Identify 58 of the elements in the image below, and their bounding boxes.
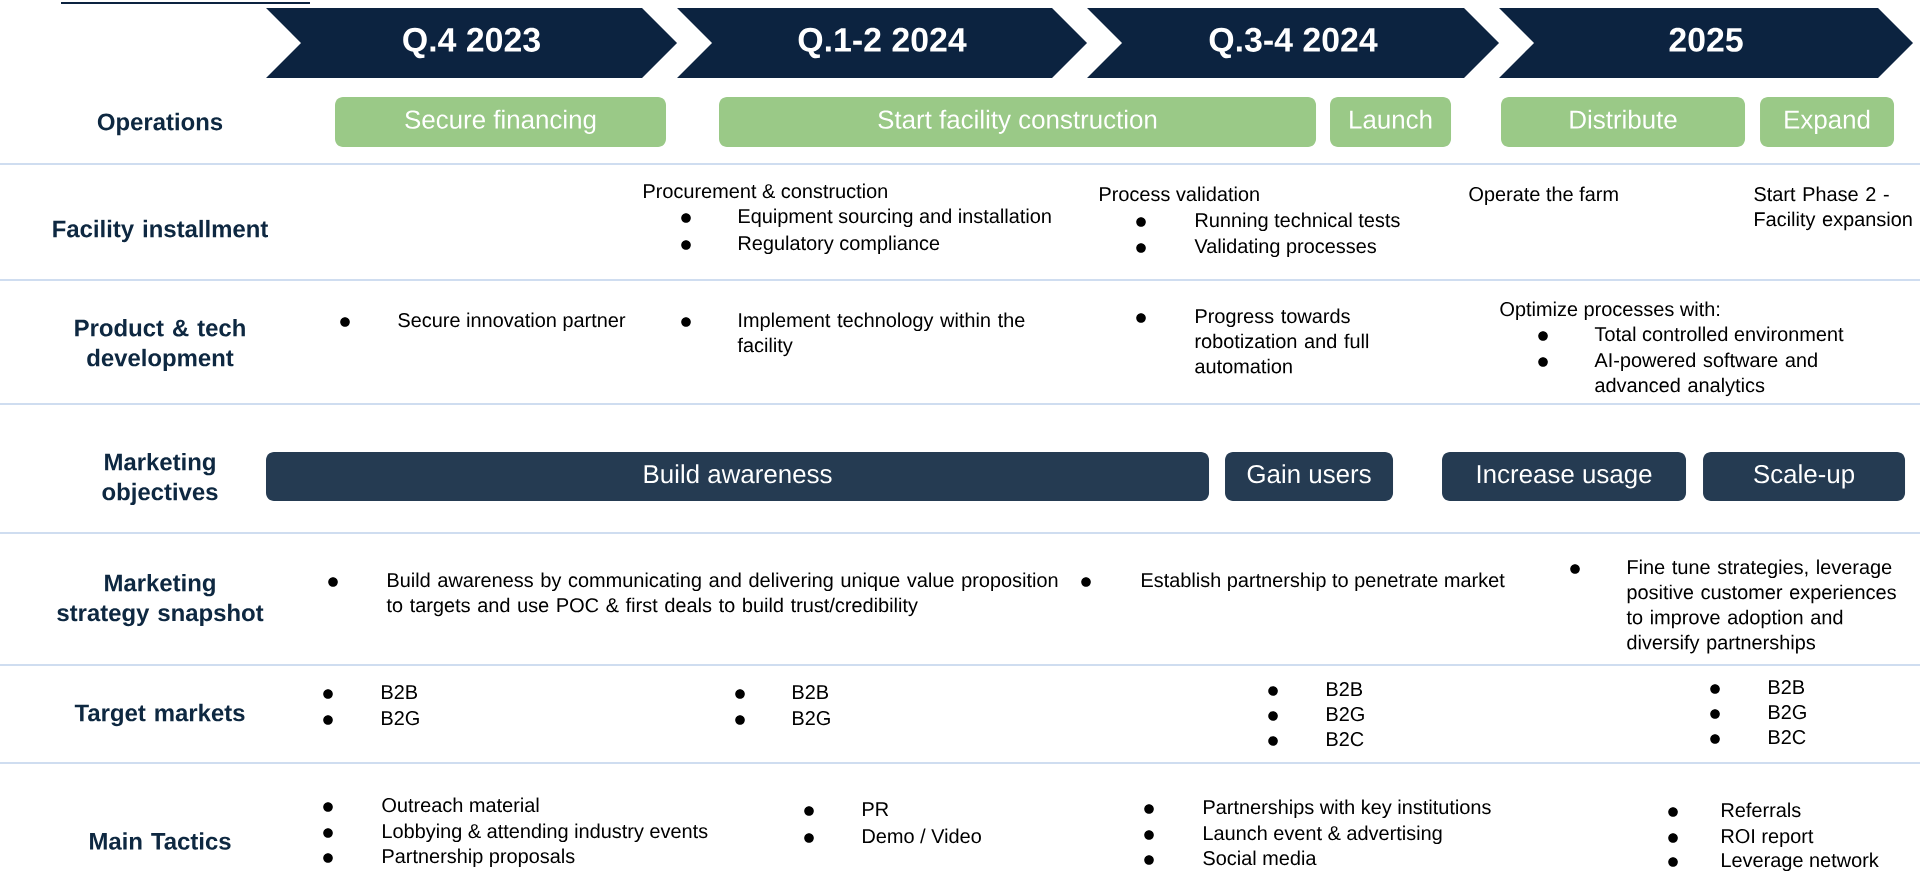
bullet-item: Referrals [1668, 802, 1801, 818]
bullet-item: B2B [735, 685, 829, 699]
bullet-item: PR [804, 802, 889, 816]
bullet-item: AI-powered software and advanced analytics [1538, 352, 1817, 397]
bullet-item: B2G [1710, 705, 1806, 720]
row-header: Operations [97, 112, 223, 136]
bullet-item: B2B [1268, 682, 1363, 696]
bullet-item: Progress towards robotization and full automation [1136, 308, 1369, 374]
bullet-item: Demo / Video [804, 828, 981, 844]
bullet-item: B2G [323, 711, 419, 726]
cell-text: Operate the farm [1469, 186, 1618, 206]
row-header: Main Tactics [90, 832, 231, 850]
period-banner: Q.3-4 2024 [1087, 8, 1499, 78]
phase-box: Start facility construction [719, 97, 1317, 147]
row-header: Marketing objectives [102, 452, 218, 506]
row-header: Facility installment [53, 219, 268, 243]
bullet-item: B2B [1710, 680, 1805, 694]
objective-box: Build awareness [266, 452, 1210, 501]
bullet-item: ROI report [1668, 829, 1814, 848]
cell-text: Optimize processes with: [1500, 301, 1720, 321]
phase-box: Expand [1760, 97, 1895, 147]
bullet-item: B2C [1268, 732, 1364, 747]
bullet-item: Launch event & advertising [1144, 825, 1442, 845]
bullet-item: B2G [735, 711, 830, 726]
bullet-item: Leverage network [1668, 852, 1879, 872]
period-banner: 2025 [1499, 8, 1914, 78]
phase-box: Launch [1330, 97, 1452, 147]
row-header: Product & tech development [75, 318, 245, 372]
bullet-item: Total controlled environment [1538, 326, 1844, 342]
phase-box: Distribute [1501, 97, 1745, 147]
objective-box: Increase usage [1442, 452, 1686, 501]
row-header: Target markets [74, 703, 245, 727]
bullet-item: Lobbying & attending industry events [323, 823, 708, 843]
bullet-item: Running technical tests [1136, 212, 1400, 232]
cell-text: Procurement & construction [644, 183, 887, 199]
phase-box: Secure financing [335, 97, 666, 147]
period-banner: Q.1-2 2024 [677, 8, 1087, 78]
bullet-item: B2B [323, 685, 418, 699]
bullet-item: Build awareness by communicating and delivering unique value proposition to targets and use POC & first deals to build trust/credibility [328, 572, 1058, 617]
bullet-item: Equipment sourcing and installation [681, 208, 1051, 228]
bullet-item: Fine tune strategies, leverage positive customer experiences to improve adoption and diversify partnerships [1570, 559, 1896, 654]
bullet-item: Social media [1144, 850, 1317, 866]
bullet-item: Secure innovation partner [340, 312, 626, 332]
cell-text: Process validation [1100, 186, 1259, 202]
bullet-item: Regulatory compliance [681, 235, 940, 255]
bullet-item: Partnership proposals [323, 848, 575, 868]
bullet-item: B2G [1268, 707, 1364, 722]
bullet-item: B2C [1710, 730, 1806, 745]
period-banner: Q.4 2023 [266, 8, 677, 78]
bullet-item: Establish partnership to penetrate market [1081, 572, 1505, 592]
bullet-item: Outreach material [323, 797, 539, 813]
bullet-item: Implement technology within the facility [681, 312, 1025, 357]
cell-text: Start Phase 2 - Facility expansion [1754, 186, 1912, 231]
objective-box: Scale-up [1703, 452, 1906, 501]
objective-box: Gain users [1225, 452, 1393, 501]
bullet-item: Partnerships with key institutions [1144, 799, 1491, 819]
row-header: Marketing strategy snapshot [57, 573, 264, 627]
bullet-item: Validating processes [1136, 238, 1377, 258]
